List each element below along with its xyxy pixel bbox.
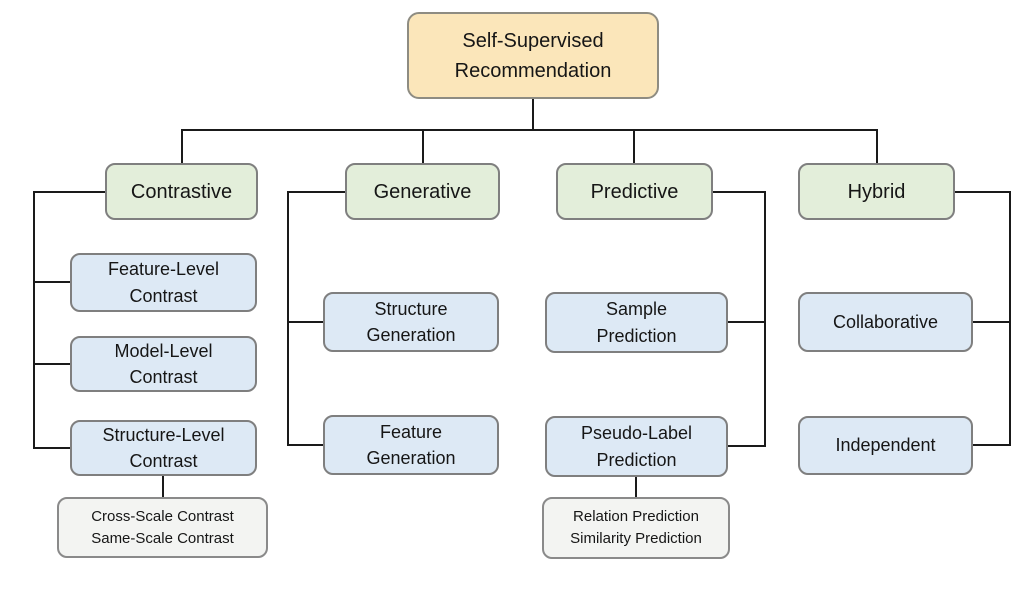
connector [728,445,766,447]
connector [728,321,766,323]
connector [287,191,345,193]
node-feature-level-contrast: Feature-Level Contrast [70,253,257,312]
node-contrastive: Contrastive [105,163,258,220]
connector [33,447,70,449]
node-structure-level-contrast: Structure-Level Contrast [70,420,257,476]
connector [876,129,878,164]
connector [633,129,635,164]
connector [955,191,1011,193]
node-predictive: Predictive [556,163,713,220]
node-self-supervised-recommendation: Self-Supervised Recommendation [407,12,659,99]
connector [764,191,766,447]
connector [1009,191,1011,446]
node-generative: Generative [345,163,500,220]
connector [532,99,534,130]
connector [181,129,183,164]
node-independent: Independent [798,416,973,475]
connector [287,321,323,323]
connector [973,444,1011,446]
connector [287,444,323,446]
connector [33,191,105,193]
node-model-level-contrast: Model-Level Contrast [70,336,257,392]
connector [33,363,70,365]
node-collaborative: Collaborative [798,292,973,352]
connector [422,129,424,164]
connector [162,476,164,497]
note-predictive-subtypes: Relation Prediction Similarity Predictio… [542,497,730,559]
note-contrastive-subtypes: Cross-Scale Contrast Same-Scale Contrast [57,497,268,558]
node-sample-prediction: Sample Prediction [545,292,728,353]
connector [635,477,637,497]
connector [973,321,1011,323]
connector [33,281,70,283]
node-hybrid: Hybrid [798,163,955,220]
node-feature-generation: Feature Generation [323,415,499,475]
connector [713,191,765,193]
node-structure-generation: Structure Generation [323,292,499,352]
connector [33,191,35,448]
connector [287,191,289,445]
connector [181,129,877,131]
node-pseudo-label-prediction: Pseudo-Label Prediction [545,416,728,477]
